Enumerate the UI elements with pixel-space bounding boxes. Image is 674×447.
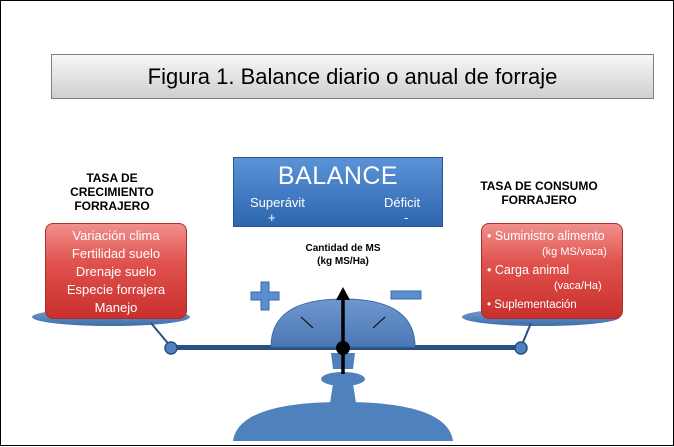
gauge-needle-arrowhead	[336, 287, 350, 300]
consumption-factor-supplement: • Suplementación	[487, 299, 577, 311]
figure-title-box: Figura 1. Balance diario o anual de forr…	[51, 54, 654, 99]
minus-icon	[390, 290, 422, 300]
consumption-header-line-1: TASA DE CONSUMO	[480, 179, 598, 193]
deficit-sign: -	[404, 210, 409, 225]
balance-box: BALANCE Superávit + Déficit -	[233, 157, 443, 227]
balance-title: BALANCE	[277, 162, 399, 190]
gauge-tick-left	[300, 316, 314, 329]
surplus-sign: +	[268, 210, 276, 225]
growth-header-line-3: FORRAJERO	[74, 199, 150, 213]
scale-collar	[321, 372, 365, 386]
consumption-factor-feed: • Suministro alimento	[487, 229, 605, 243]
growth-factor-item: Variación clima	[72, 228, 160, 243]
gauge-label: Cantidad de MS (kg MS/Ha)	[285, 242, 401, 268]
growth-header-line-2: CRECIMIENTO	[70, 185, 154, 199]
growth-header-line-1: TASA DE	[86, 171, 138, 185]
growth-factor-item: Manejo	[94, 300, 138, 315]
consumption-rate-header: TASA DE CONSUMO FORRAJERO	[469, 179, 609, 207]
consumption-factors-box: • Suministro alimento (kg MS/vaca) • Car…	[481, 223, 623, 319]
growth-factors-box: Variación clima Fertilidad suelo Drenaje…	[45, 223, 187, 319]
growth-factor-item: Fertilidad suelo	[71, 246, 161, 261]
gauge-tick-right	[372, 316, 386, 329]
right-beam-pivot	[514, 341, 528, 355]
growth-factor-item: Drenaje suelo	[75, 264, 157, 279]
consumption-factor-stocking-unit: (vaca/Ha)	[554, 280, 602, 292]
surplus-label: Superávit	[250, 195, 305, 210]
left-beam-pivot	[164, 341, 178, 355]
figure-title: Figura 1. Balance diario o anual de forr…	[147, 63, 558, 89]
plus-icon	[250, 281, 280, 311]
scale-base	[233, 402, 453, 441]
consumption-factor-stocking: • Carga animal	[487, 263, 570, 277]
scale-stem	[330, 384, 356, 403]
deficit-label: Déficit	[384, 195, 421, 210]
consumption-factor-feed-unit: (kg MS/vaca)	[542, 246, 607, 258]
consumption-header-line-2: FORRAJERO	[501, 193, 577, 207]
growth-factor-item: Especie forrajera	[66, 282, 166, 297]
growth-rate-header: TASA DE CRECIMIENTO FORRAJERO	[67, 171, 157, 213]
gauge-label-unit: (kg MS/Ha)	[317, 256, 369, 267]
gauge-pivot	[336, 341, 350, 355]
gauge-label-text: Cantidad de MS	[305, 243, 381, 254]
